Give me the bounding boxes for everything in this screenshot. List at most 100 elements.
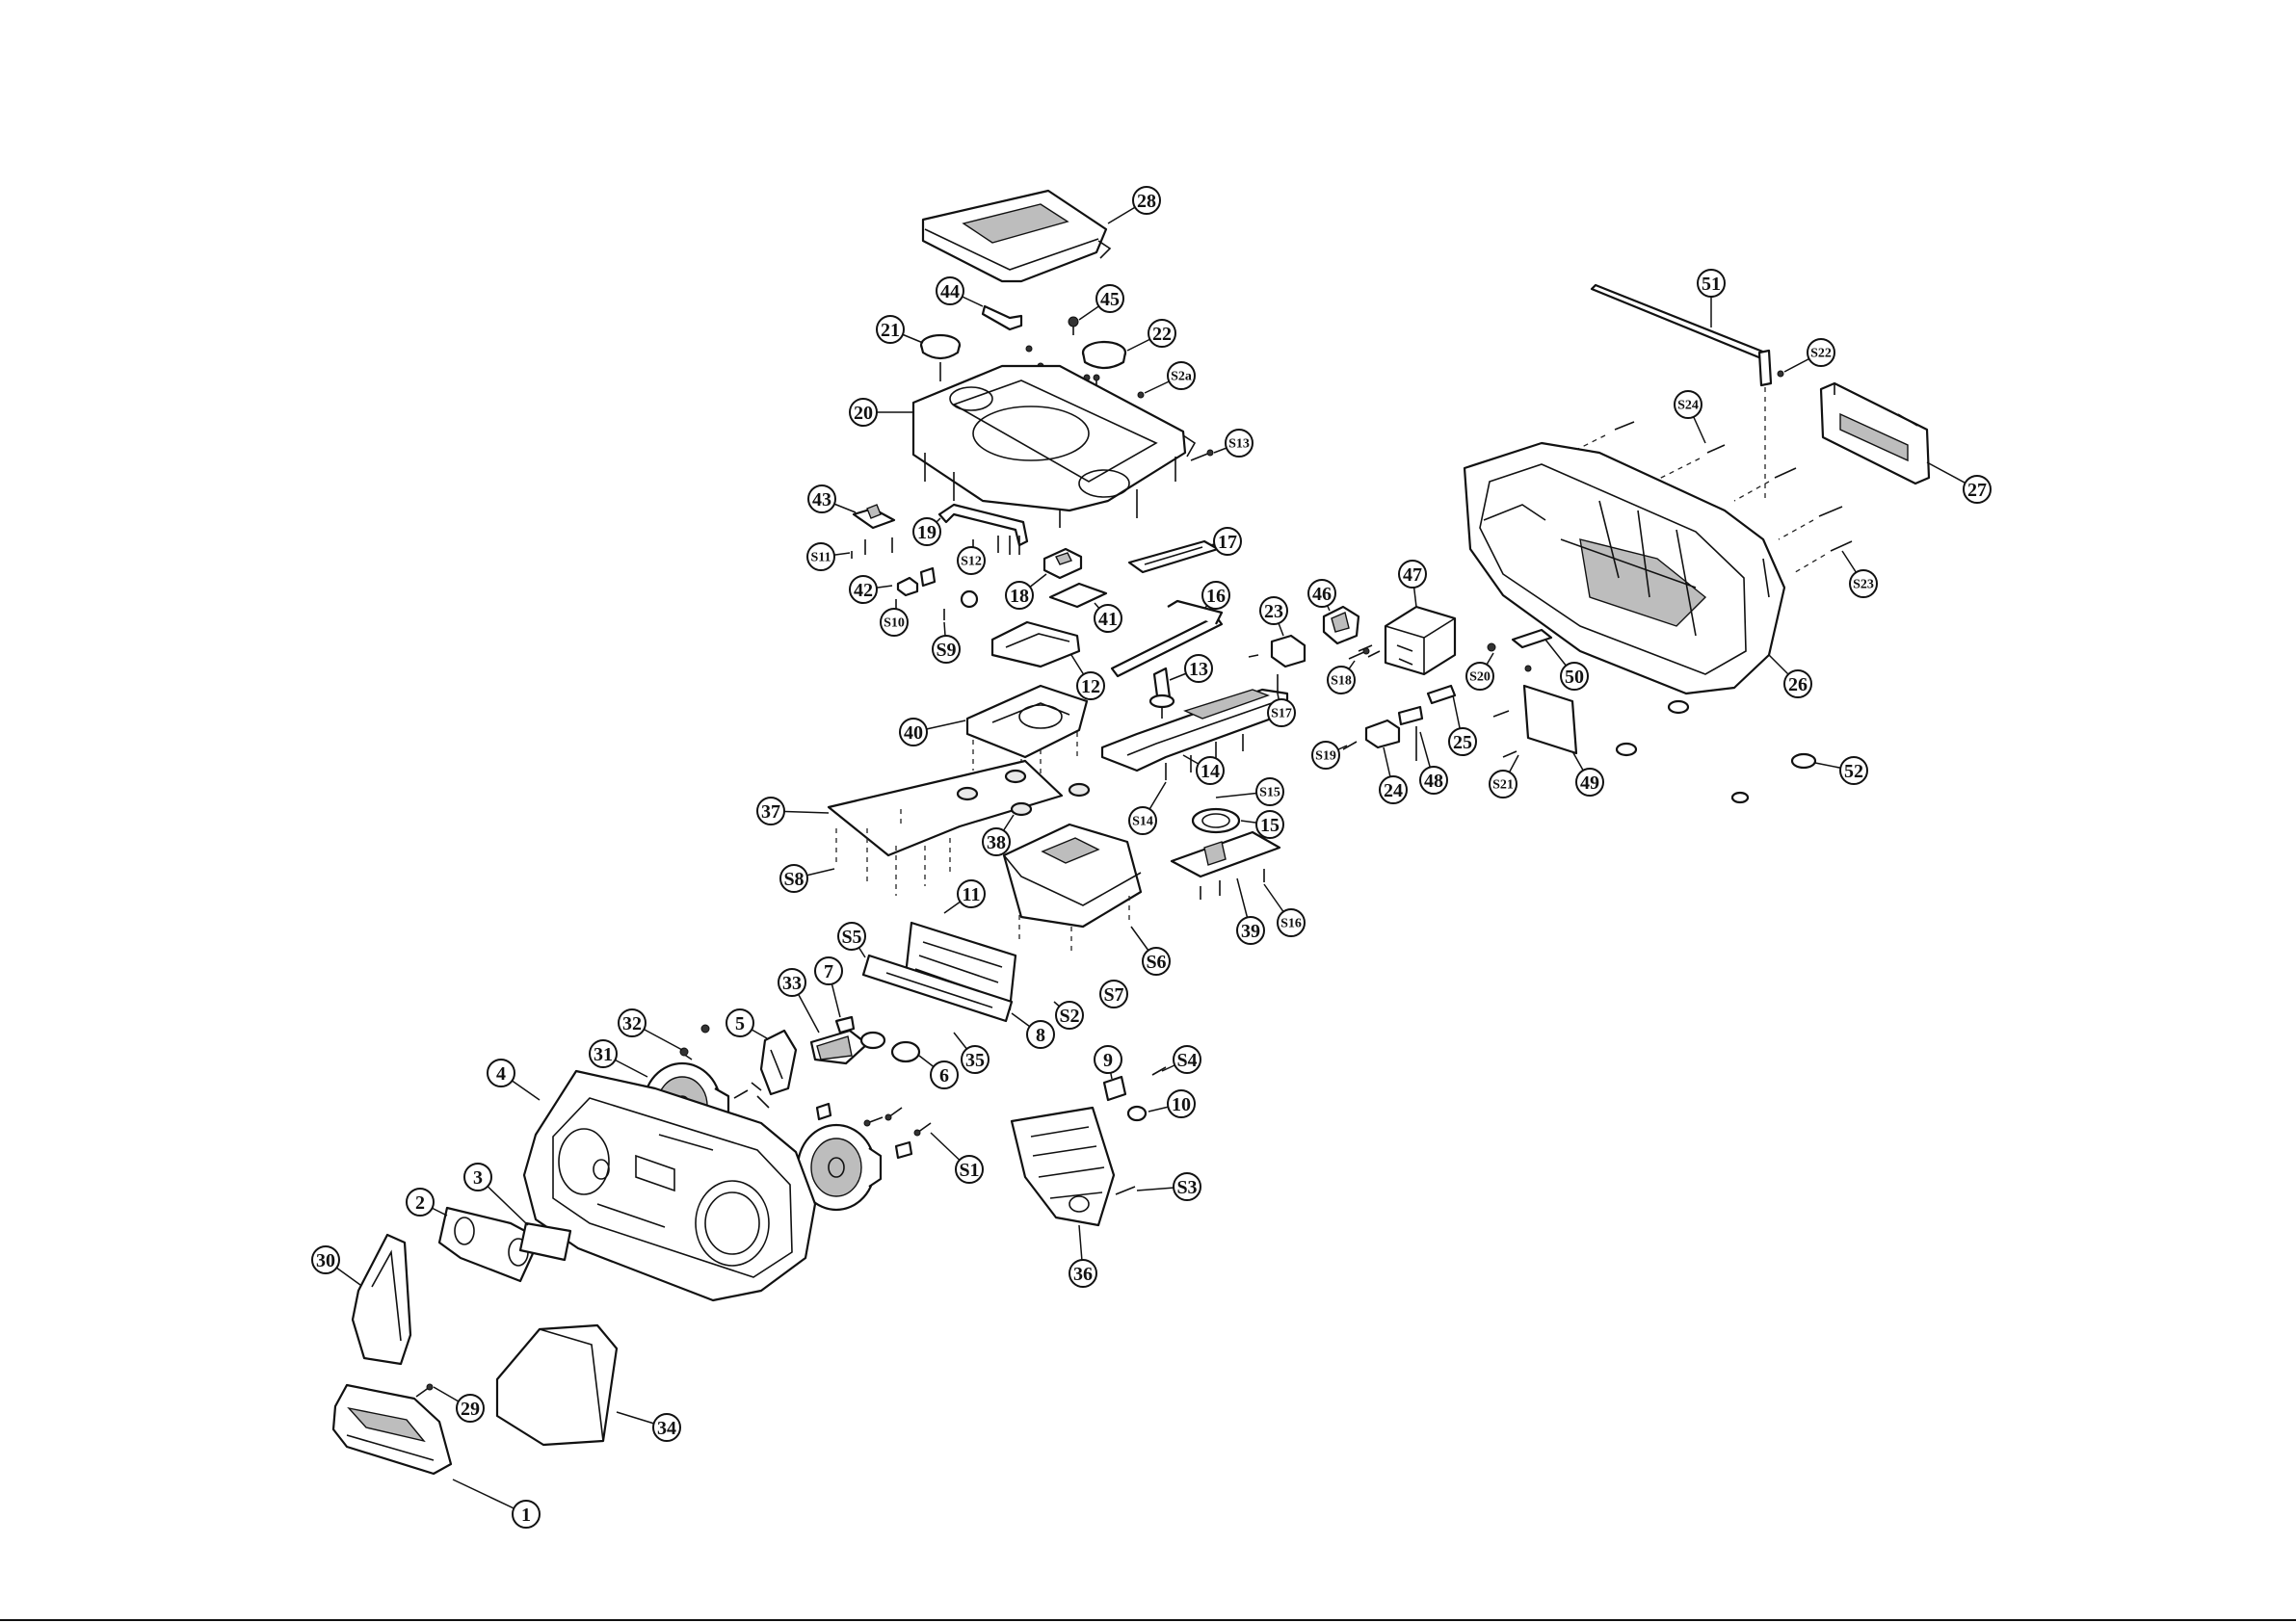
callout-label: S6 [1146, 952, 1166, 973]
part-callout-8: 8 [1027, 1021, 1054, 1048]
part-main-pcb-36 [1012, 1108, 1135, 1225]
callout-label: 17 [1218, 532, 1237, 553]
callout-label: 40 [904, 722, 923, 744]
callout-label: 21 [881, 320, 900, 341]
callout-label: 15 [1260, 815, 1280, 836]
screw-s13 [1191, 450, 1213, 460]
part-switch-18 [1044, 549, 1081, 578]
part-callout-s19: S19 [1312, 742, 1339, 769]
callout-label: 3 [473, 1167, 483, 1189]
callout-label: 48 [1424, 771, 1443, 792]
callout-label: 31 [594, 1044, 613, 1065]
part-callout-10: 10 [1168, 1090, 1195, 1117]
part-knob-6 [892, 1042, 919, 1061]
callout-label: 27 [1967, 480, 1987, 501]
callout-label: S20 [1469, 670, 1491, 685]
callout-label: 5 [735, 1013, 745, 1034]
callout-label: S3 [1176, 1177, 1197, 1198]
part-bracket-5 [757, 1031, 796, 1108]
screw-29 [416, 1384, 433, 1397]
part-s9-clip [921, 568, 977, 620]
callout-label: 26 [1788, 674, 1808, 695]
callout-label: 33 [782, 973, 802, 994]
part-callout-12: 12 [1077, 672, 1104, 699]
part-callout-37: 37 [757, 798, 784, 825]
part-callout-s4: S4 [1174, 1046, 1201, 1073]
part-callout-14: 14 [1197, 757, 1224, 784]
part-rack-17 [1129, 541, 1218, 572]
part-callout-s8: S8 [780, 865, 807, 892]
part-callout-2: 2 [407, 1189, 434, 1216]
part-cd-lid [923, 191, 1110, 281]
part-callout-9: 9 [1095, 1046, 1122, 1073]
part-grille-30 [353, 1235, 410, 1364]
part-pcb-39 [1172, 832, 1280, 900]
part-callout-s11: S11 [807, 543, 834, 570]
callout-label: 29 [461, 1399, 480, 1420]
part-callout-s2a: S2a [1168, 362, 1195, 389]
callout-label: S9 [936, 640, 956, 661]
callout-label: 39 [1241, 921, 1260, 942]
part-callout-s20: S20 [1466, 663, 1493, 690]
callout-label: S18 [1331, 674, 1352, 689]
part-callout-36: 36 [1069, 1260, 1096, 1287]
callout-label: 19 [917, 522, 937, 543]
callout-label: S1 [959, 1160, 979, 1181]
part-callout-15: 15 [1256, 811, 1283, 838]
part-callout-s3: S3 [1174, 1173, 1201, 1200]
callout-label: 24 [1384, 780, 1403, 801]
part-callout-25: 25 [1449, 728, 1476, 755]
part-callout-s22: S22 [1808, 339, 1834, 366]
part-callout-29: 29 [457, 1395, 484, 1422]
part-speaker-ring-15 [1193, 809, 1239, 832]
part-callout-18: 18 [1006, 582, 1033, 609]
part-callout-35: 35 [962, 1046, 989, 1073]
part-callout-s5: S5 [838, 923, 865, 950]
callout-label: 12 [1081, 676, 1100, 697]
part-callout-5: 5 [726, 1009, 753, 1036]
callout-label: 34 [657, 1418, 676, 1439]
part-cd-tray-14 [1102, 690, 1287, 780]
callout-label: S10 [884, 616, 905, 631]
callout-label: S16 [1280, 917, 1302, 931]
callout-label: S11 [810, 551, 831, 565]
part-transformer-47 [1359, 607, 1455, 674]
part-callout-24: 24 [1380, 776, 1407, 803]
part-callout-s1: S1 [956, 1156, 983, 1183]
callout-label: S14 [1132, 815, 1153, 829]
callout-label: 49 [1580, 772, 1599, 794]
callout-label: 18 [1010, 586, 1029, 607]
callout-label: 2 [415, 1192, 425, 1214]
part-callout-27: 27 [1964, 476, 1991, 503]
callout-label: 1 [521, 1505, 531, 1526]
part-bracket-43 [852, 505, 894, 559]
callout-label: 22 [1152, 324, 1172, 345]
part-side-cover-34 [497, 1325, 617, 1445]
callout-label: 23 [1264, 601, 1283, 622]
callout-label: 32 [622, 1013, 642, 1034]
part-callout-s23: S23 [1850, 570, 1877, 597]
part-callout-s21: S21 [1490, 771, 1517, 798]
part-callout-s7: S7 [1100, 981, 1127, 1008]
part-callout-22: 22 [1148, 320, 1175, 347]
callout-label: S15 [1259, 786, 1280, 800]
part-rear-cabinet-26 [1465, 443, 1784, 694]
callout-label: S23 [1853, 578, 1874, 592]
part-callout-52: 52 [1840, 757, 1867, 784]
callout-label: 35 [965, 1050, 985, 1071]
callout-label: 16 [1206, 586, 1226, 607]
part-callout-41: 41 [1095, 605, 1122, 632]
callout-label: 30 [316, 1250, 335, 1271]
part-callout-43: 43 [808, 485, 835, 512]
callout-label: S24 [1677, 399, 1699, 413]
callout-label: 14 [1201, 761, 1220, 782]
part-callout-3: 3 [464, 1164, 491, 1191]
part-callout-s16: S16 [1278, 909, 1305, 936]
part-callout-17: 17 [1214, 528, 1241, 555]
callout-label: S21 [1492, 778, 1514, 793]
part-46 [1324, 607, 1359, 643]
part-32 [680, 1025, 709, 1060]
part-callout-19: 19 [913, 518, 940, 545]
callout-label: S19 [1315, 749, 1336, 764]
